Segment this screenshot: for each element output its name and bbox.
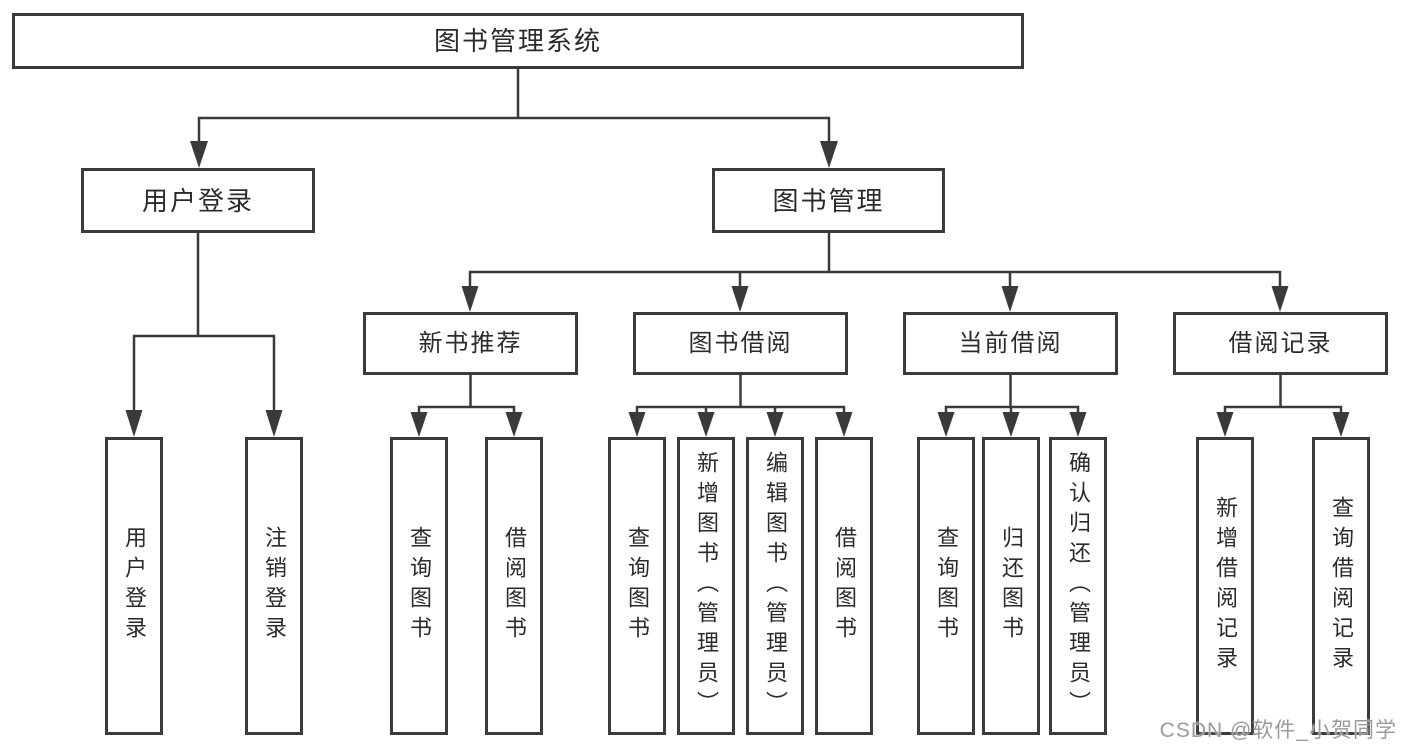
connector-user-login-children [125, 233, 283, 437]
arrowhead [125, 410, 143, 437]
arrowhead [1002, 412, 1020, 437]
node-label: 查询图书 [407, 526, 432, 646]
connector-book-management-children [461, 233, 1289, 312]
arrowhead [505, 412, 523, 437]
node-book-management: 图书管理 [712, 168, 945, 233]
arrowhead [190, 141, 208, 168]
arrowhead [820, 141, 838, 168]
arrowhead [1216, 412, 1234, 437]
node-label: 编辑图书（管理员） [763, 451, 788, 721]
node-label: 图书管理系统 [433, 26, 602, 56]
arrowhead [697, 412, 715, 437]
node-label: 查询图书 [625, 526, 650, 646]
node-label: 新书推荐 [418, 329, 523, 357]
node-leaf-borrow-books: 借阅图书 [815, 437, 873, 735]
node-leaf-borrow-books-recommend: 借阅图书 [485, 437, 543, 735]
connector-book-borrowing-children [628, 375, 853, 437]
node-user-login: 用户登录 [81, 168, 315, 233]
connector-root-to-level2 [190, 69, 838, 168]
arrowhead [1069, 412, 1087, 437]
arrowhead [410, 412, 428, 437]
node-label: 新增图书（管理员） [694, 451, 719, 721]
watermark-text: CSDN @软件_小贺同学 [1159, 719, 1397, 742]
arrowhead [1001, 286, 1019, 312]
arrowhead [265, 410, 283, 437]
node-current-borrowing: 当前借阅 [903, 312, 1118, 375]
node-leaf-user-login: 用户登录 [105, 437, 163, 735]
node-label: 查询图书 [934, 526, 959, 646]
node-leaf-query-books-current: 查询图书 [917, 437, 975, 735]
node-label: 借阅记录 [1228, 329, 1333, 357]
arrowhead [1332, 412, 1350, 437]
node-book-borrowing: 图书借阅 [633, 312, 848, 375]
arrowhead [835, 412, 853, 437]
arrowhead [1271, 286, 1289, 312]
node-label: 借阅图书 [832, 526, 857, 646]
node-leaf-edit-book-admin: 编辑图书（管理员） [746, 437, 804, 735]
arrowhead [937, 412, 955, 437]
node-leaf-add-book-admin: 新增图书（管理员） [677, 437, 735, 735]
node-label: 图书管理 [772, 185, 885, 216]
node-leaf-query-borrow-record: 查询借阅记录 [1312, 437, 1370, 735]
node-label: 图书借阅 [688, 329, 793, 357]
node-leaf-add-borrow-record: 新增借阅记录 [1196, 437, 1254, 735]
arrowhead [766, 412, 784, 437]
node-root: 图书管理系统 [12, 13, 1024, 69]
connector-borrow-records-children [1216, 375, 1350, 437]
node-label: 当前借阅 [958, 329, 1063, 357]
arrowhead [461, 286, 479, 312]
arrowhead [628, 412, 646, 437]
node-label: 查询借阅记录 [1329, 496, 1354, 676]
node-new-book-recommend: 新书推荐 [363, 312, 578, 375]
node-borrow-records: 借阅记录 [1173, 312, 1388, 375]
node-label: 注销登录 [262, 526, 287, 646]
node-label: 归还图书 [999, 526, 1024, 646]
node-label: 新增借阅记录 [1213, 496, 1238, 676]
node-label: 用户登录 [141, 185, 254, 216]
node-leaf-confirm-return-admin: 确认归还（管理员） [1049, 437, 1107, 735]
node-label: 借阅图书 [502, 526, 527, 646]
node-leaf-return-book: 归还图书 [982, 437, 1040, 735]
node-label: 用户登录 [122, 526, 147, 646]
connector-current-borrowing-children [937, 375, 1087, 437]
arrowhead [731, 286, 749, 312]
node-leaf-query-books-borrowing: 查询图书 [608, 437, 666, 735]
node-leaf-logout: 注销登录 [245, 437, 303, 735]
connector-new-book-children [410, 375, 523, 437]
node-label: 确认归还（管理员） [1066, 451, 1091, 721]
node-leaf-query-books-recommend: 查询图书 [390, 437, 448, 735]
